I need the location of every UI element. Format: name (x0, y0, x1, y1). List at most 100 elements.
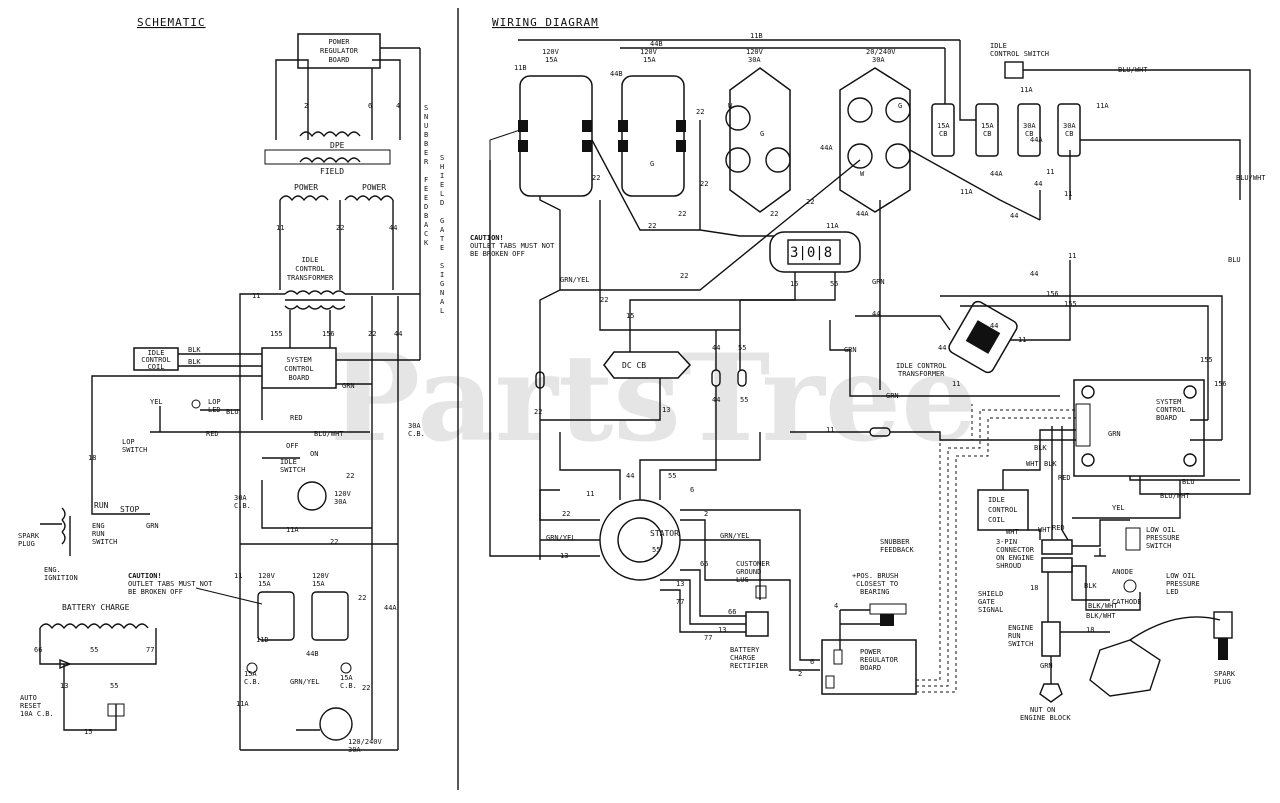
w-blk: BLK (1034, 444, 1047, 452)
w-blk-wht: BLK/WHT (1086, 612, 1116, 620)
w-44a-r: 44A (820, 144, 833, 152)
sch-rec15a-2-line1: 120V (312, 572, 330, 580)
w-red-2: RED (1052, 524, 1065, 532)
low-oil-pressure-switch-icon (1125, 527, 1141, 551)
sch-blu: BLU (226, 408, 239, 416)
w-55-f: 55 (738, 344, 746, 352)
prb-label-3: BOARD (328, 56, 349, 64)
sch-wire-77: 77 (146, 646, 154, 654)
nut-icon (1039, 683, 1063, 703)
wd-caution-2: OUTLET TABS MUST NOT (470, 242, 555, 250)
idle-control-switch-icon[interactable] (1004, 61, 1024, 79)
w-44-ict2: 44 (990, 322, 998, 330)
cb1-l2: CB (939, 130, 947, 138)
fuse-holder-1 (535, 371, 545, 389)
prb-r-2: REGULATOR (860, 656, 899, 664)
cb-15a-1 (931, 103, 955, 157)
three-pin-connector-bottom (1041, 557, 1073, 573)
w-red: RED (1058, 474, 1071, 482)
shield-2: GATE (978, 598, 995, 606)
shield-letter: N (440, 289, 444, 297)
w-156: 156 (1046, 290, 1059, 298)
sch-caution-3: BE BROKEN OFF (128, 588, 183, 596)
sch-wire-11a: 11A (286, 526, 299, 534)
ignition-module (1089, 639, 1161, 697)
w-13-r: 13 (718, 626, 726, 634)
w-2-prb: 2 (798, 670, 802, 678)
receptacle-120v-30a (729, 67, 791, 213)
power-regulator-board-box (297, 33, 381, 69)
ers-3: SWITCH (1008, 640, 1033, 648)
w-grn-r: GRN (872, 278, 885, 286)
sch-wire-11d: 11D (256, 636, 269, 644)
power-regulator-board-r (821, 639, 917, 695)
pos-brush-3: BEARING (860, 588, 890, 596)
w-44-r: 44 (1030, 270, 1038, 278)
shield-letter: G (440, 217, 444, 225)
sch-receptacle-2 (311, 591, 349, 641)
snubber-letter: F (424, 176, 428, 184)
icc-label-3: COIL (148, 363, 165, 371)
sch-wire-66: 66 (34, 646, 42, 654)
receptacle-120v-15a-2 (621, 75, 685, 197)
sch-rec-120-240-l1: 120/240V (348, 738, 383, 746)
w-grn-2: GRN (844, 346, 857, 354)
rec3-g: G (760, 130, 764, 138)
rec4-w: W (860, 170, 865, 178)
w-11a-cb3: 11A (960, 188, 973, 196)
fuse-holder-3 (737, 369, 747, 387)
w-156b: 156 (1214, 380, 1227, 388)
ers-2: RUN (1008, 632, 1021, 640)
sch-red2: RED (206, 430, 219, 438)
battery-charge-coil (39, 623, 149, 630)
lops-2: PRESSURE (1146, 534, 1180, 542)
sch-wire-15: 15 (84, 728, 92, 736)
rec-120v-30a-icon (297, 481, 327, 511)
w-22-a: 22 (648, 222, 656, 230)
sch-wire-2: 2 (304, 102, 308, 110)
battery-charge-rectifier-box (745, 611, 769, 637)
dc-cb (603, 351, 692, 379)
rec-120v-30a-1: 120V (334, 490, 352, 498)
ground-lug-icon (755, 585, 767, 599)
snubber-1: SNUBBER (880, 538, 910, 546)
w-blu-wht-3: BLU/WHT (1160, 492, 1190, 500)
sch-wire-22: 22 (336, 224, 344, 232)
icc-r-3: COIL (988, 516, 1005, 524)
sch-blk2: BLK (188, 358, 201, 366)
ict-r-2: TRANSFORMER (898, 370, 945, 378)
w-44a-bot: 44A (856, 210, 869, 218)
nut-2: ENGINE BLOCK (1020, 714, 1071, 722)
snubber-letter: U (424, 122, 428, 130)
w-55: 55 (830, 280, 838, 288)
rec1-l1: 120V (542, 48, 560, 56)
snubber-letter: E (424, 149, 428, 157)
cgl-2: GROUND (736, 568, 761, 576)
shield-letter: A (440, 226, 445, 234)
ict-label-2: CONTROL (295, 265, 325, 273)
auto-reset-1: AUTO (20, 694, 37, 702)
power-left-label: POWER (294, 183, 318, 192)
w-13: 13 (662, 406, 670, 414)
sch-wire-55b: 55 (110, 682, 118, 690)
shield-cable (916, 409, 1076, 687)
w-blu-wht-2: BLU/WHT (1236, 174, 1266, 182)
sch-spark-2: PLUG (18, 540, 35, 548)
sch-wire-6: 6 (368, 102, 372, 110)
w-11b-top: 11B (750, 32, 763, 40)
icc-r-2: CONTROL (988, 506, 1018, 514)
eng-ign-2: IGNITION (44, 574, 78, 582)
wd-caution-1: CAUTION! (470, 234, 504, 242)
scb-label-2: CONTROL (284, 365, 314, 373)
lops-3: SWITCH (1146, 542, 1171, 550)
shield-letter: G (440, 280, 444, 288)
w-22-b: 22 (696, 108, 704, 116)
ict-label-1: IDLE (302, 256, 319, 264)
w-11a-r4: 11A (826, 222, 839, 230)
cgl-1: CUSTOMER (736, 560, 771, 568)
schematic-section: SCHEMATIC POWER REGULATOR BOARD 2 6 4 DP… (18, 16, 445, 754)
w-grn-eng: GRN (1040, 662, 1053, 670)
stator-label: STATOR (650, 529, 679, 538)
engine-run-switch-icon[interactable] (1041, 621, 1061, 657)
